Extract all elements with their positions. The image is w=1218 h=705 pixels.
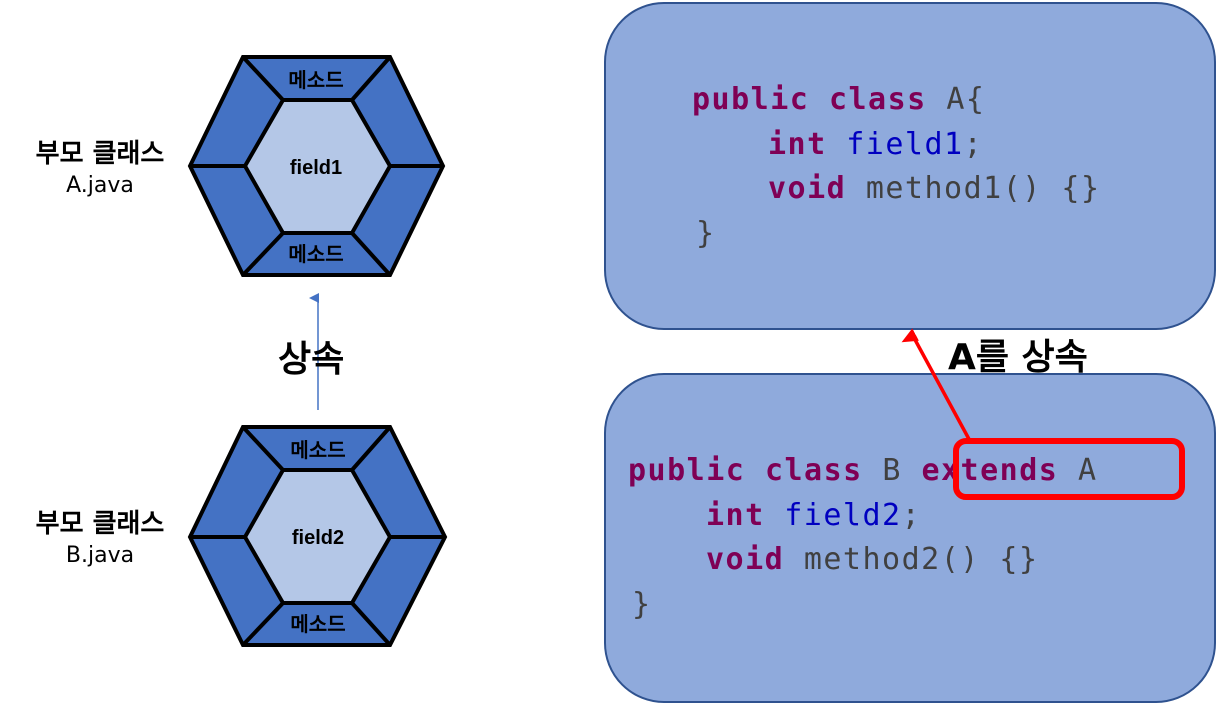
code-a-method: method1() {} [865, 171, 1101, 206]
code-b-parent-name: A [1077, 453, 1098, 488]
code-box-class-b: public class B extends A int field2; voi… [604, 373, 1216, 703]
extends-highlight-box [953, 438, 1185, 500]
child-method-bottom-label: 메소드 [290, 613, 345, 636]
parent-method-bottom-label: 메소드 [288, 243, 343, 266]
parent-class-file: A.java [66, 173, 134, 198]
child-class-file: B.java [65, 543, 135, 568]
extends-label: A를 상속 [948, 337, 1088, 378]
parent-field-label: field1 [290, 157, 342, 179]
child-method-top-label: 메소드 [290, 439, 345, 462]
code-a-field: field1 [846, 127, 964, 162]
code-b-keyword-void: void [706, 542, 785, 577]
code-b-close-brace: } [632, 587, 652, 622]
code-a-line-2: int field1; [768, 127, 983, 162]
parent-class-title: 부모 클래스 [35, 139, 165, 169]
code-b-line-3: void method2() {} [706, 542, 1039, 577]
code-a-close-brace: } [696, 216, 716, 251]
parent-method-top-label: 메소드 [288, 69, 343, 92]
code-b-field: field2 [784, 498, 902, 533]
code-b-line-2: int field2; [706, 498, 921, 533]
code-b-method: method2() {} [803, 542, 1039, 577]
parent-class-hexagon: 메소드 field1 메소드 [187, 55, 446, 277]
code-b-keyword-int: int [706, 498, 765, 533]
inherit-label: 상속 [278, 339, 345, 380]
code-b-keyword-class: class [764, 453, 863, 488]
code-b-keyword-public: public [628, 453, 746, 488]
code-a-class-decl: A{ [946, 82, 986, 117]
code-a-line-4: } [696, 216, 716, 251]
code-a-keyword-int: int [768, 127, 827, 162]
code-b-semicolon: ; [901, 498, 922, 533]
code-b-line-4: } [632, 587, 652, 622]
extends-arrow [901, 328, 972, 442]
code-a-keyword-public: public [692, 82, 810, 117]
child-class-title: 부모 클래스 [35, 509, 165, 539]
code-a-keyword-class: class [828, 82, 927, 117]
code-box-class-a: public class A{ int field1; void method1… [604, 2, 1216, 330]
code-a-semicolon: ; [963, 127, 984, 162]
code-a-line-3: void method1() {} [768, 171, 1101, 206]
child-field-label: field2 [292, 527, 344, 549]
code-b-line-1: public class B extends A [628, 453, 1098, 488]
code-a-keyword-void: void [768, 171, 847, 206]
child-class-hexagon: 메소드 field2 메소드 [187, 425, 448, 647]
code-b-keyword-extends: extends [921, 453, 1059, 488]
code-a-line-1: public class A{ [692, 82, 985, 117]
code-b-class-name: B [882, 453, 902, 488]
